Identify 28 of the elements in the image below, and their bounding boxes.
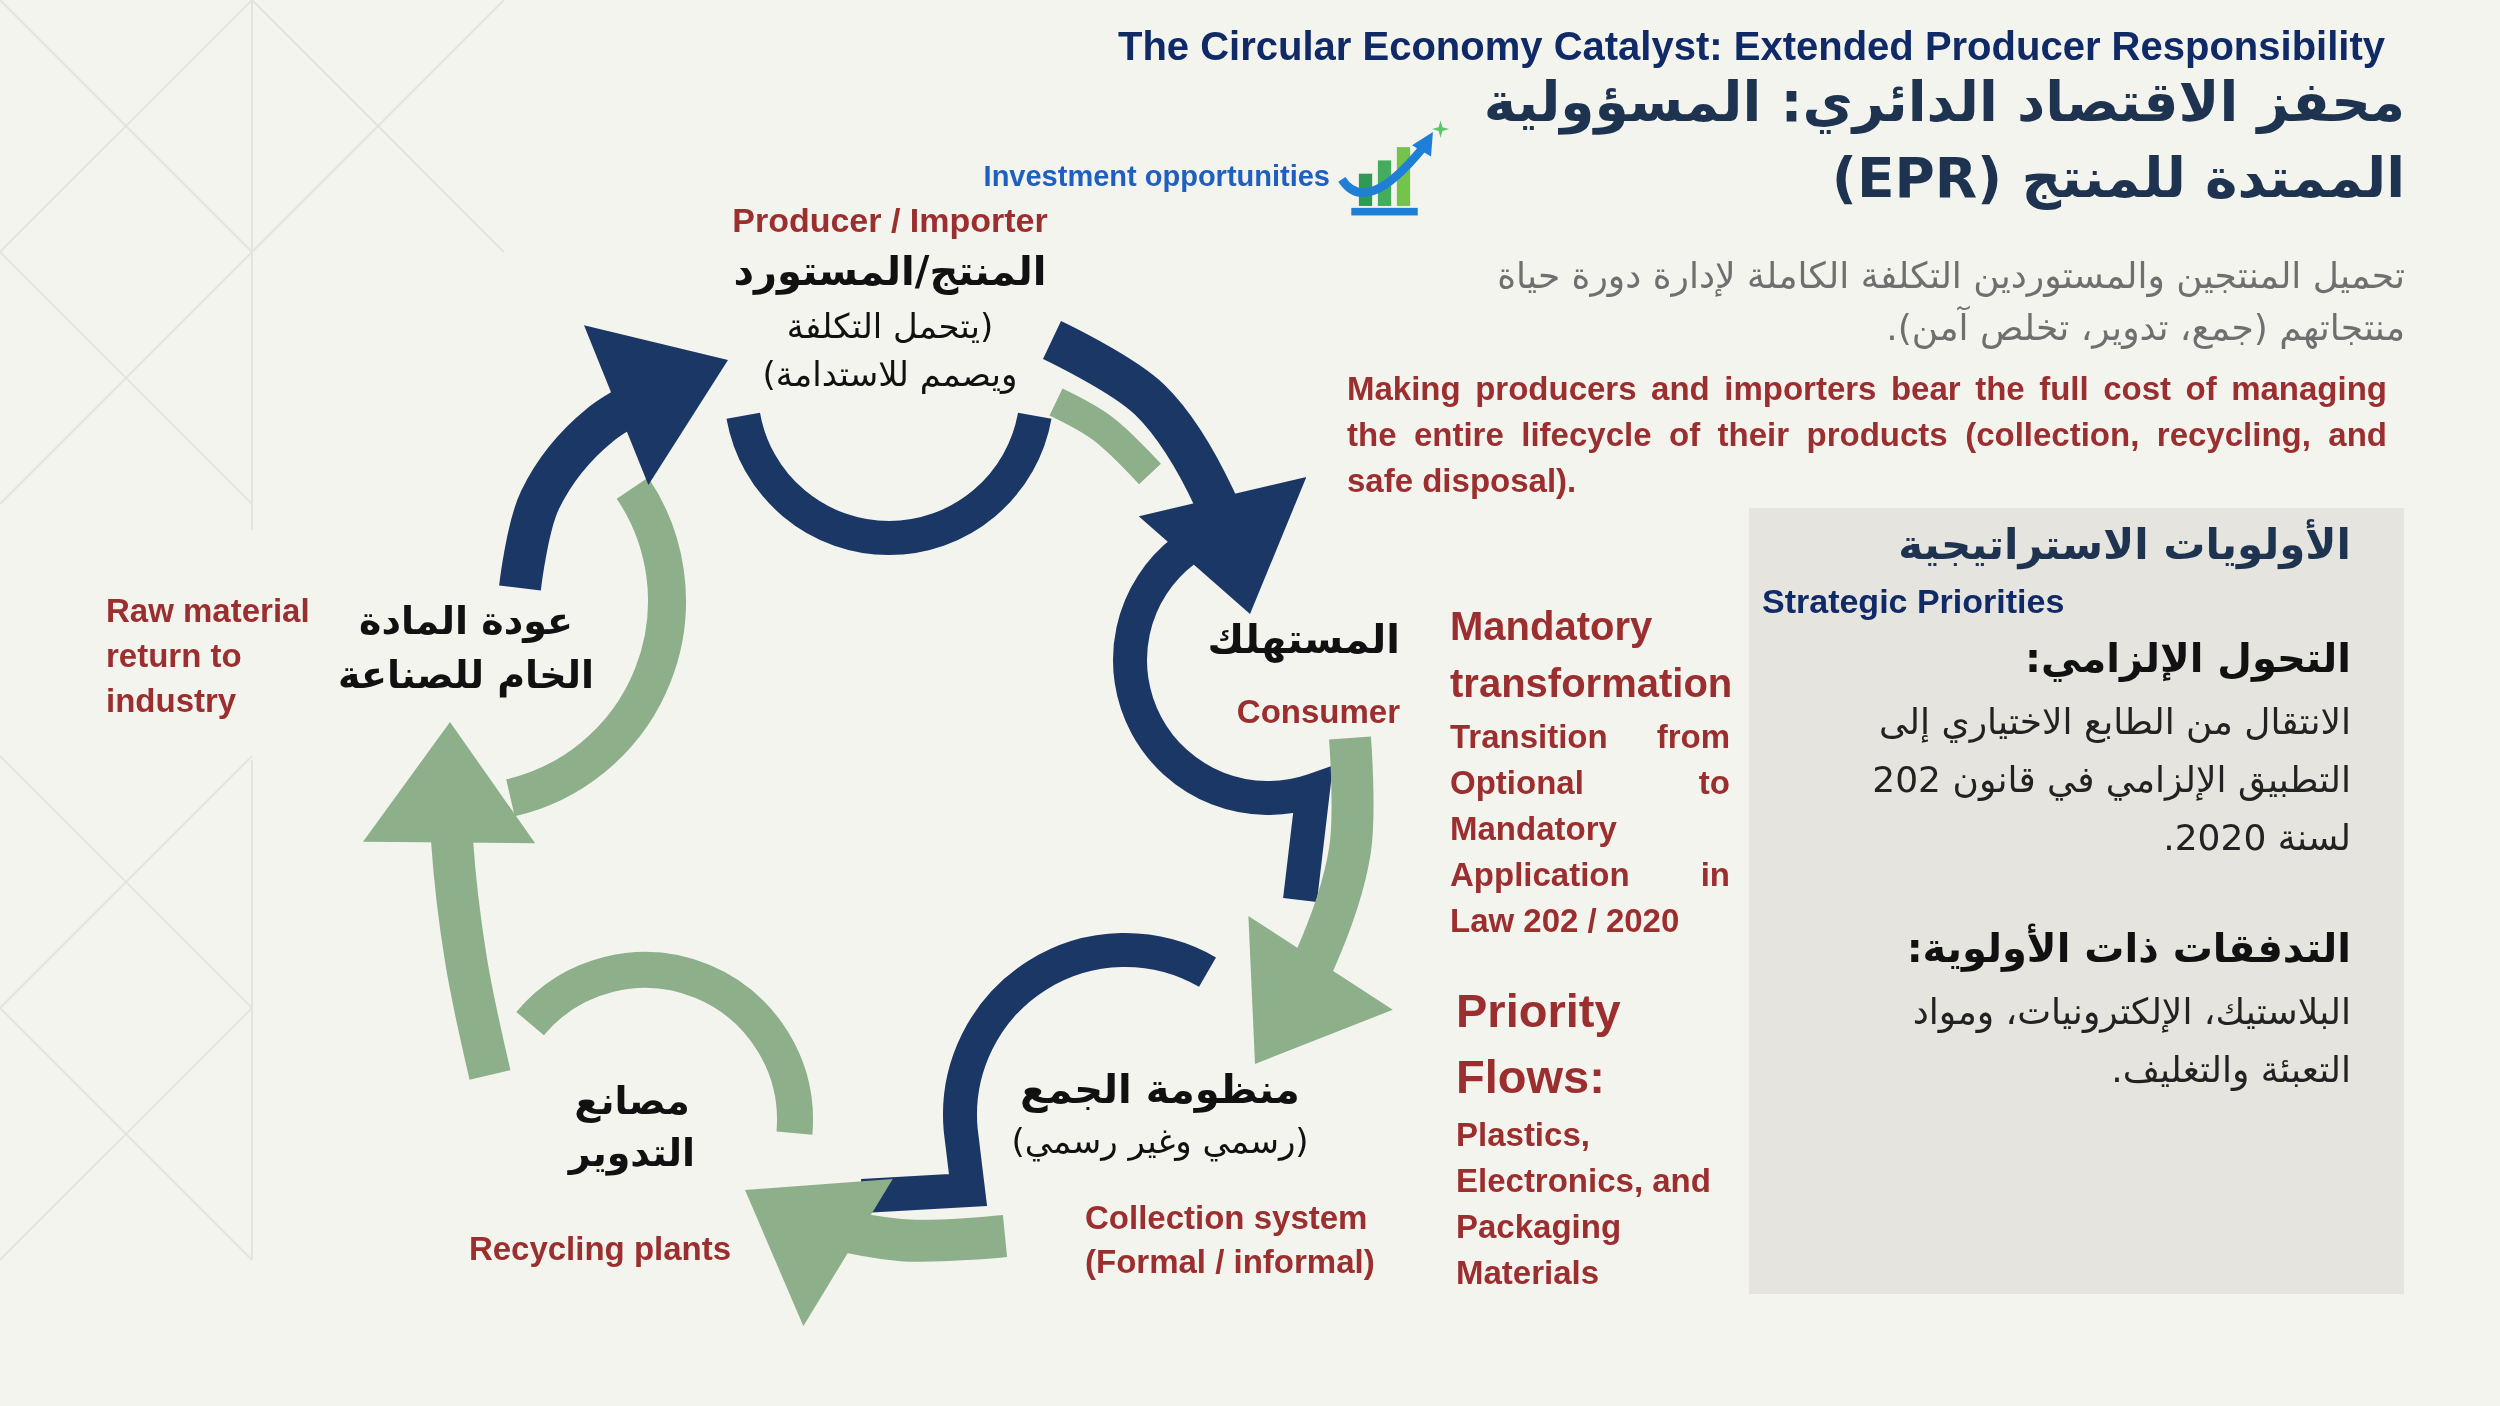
- translation-label: Recycling plants: [467, 1229, 733, 1269]
- panel-subheading: Strategic Priorities: [1762, 581, 2066, 622]
- body-text: الانتقال من الطابع الاختياري إلى التطبيق الإلزامي في قانون 202 لسنة 2020.: [1871, 700, 2351, 860]
- title: The Circular Economy Catalyst: Extended Producer Responsibility: [1118, 23, 2386, 70]
- section-heading: التدفقات ذات الأولوية:: [1905, 923, 2351, 973]
- stage-title: عودة المادة الخام للصناعة: [336, 598, 595, 700]
- arabic-title: محفز الاقتصاد الدائري: المسؤولية الممتدة للمنتج (EPR): [1482, 69, 2405, 212]
- tagline: Investment opportunities: [982, 159, 1330, 194]
- body-text: Transition from Optional to Mandatory Application in Law 202 / 2020: [1450, 717, 1730, 941]
- body-text: البلاستيك، الإلكترونيات، ومواد التعبئة والتغليف.: [1911, 990, 2351, 1093]
- section-heading: Mandatory transformation: [1450, 603, 1734, 707]
- curved-arrow: [363, 721, 536, 1080]
- stage-title: المنتج/المستورد: [732, 247, 1048, 296]
- translation-label: Producer / Importer: [731, 200, 1049, 241]
- body-text: Plastics, Electronics, and Packaging Materials: [1456, 1115, 1712, 1293]
- section-heading: Priority Flows:: [1456, 983, 1622, 1105]
- translation-label: Collection system (Formal / informal): [1085, 1198, 1376, 1282]
- panel-heading: الأولويات الاستراتيجية: [1897, 518, 2351, 571]
- description-text: Making producers and importers bear the full cost of managing the entire lifecycle of their products (collection, recycling, and safe disposal).: [1347, 369, 2387, 501]
- description-text: تحميل المنتجين والمستوردين التكلفة الكاملة لإدارة دورة حياة منتجاتهم (جمع، تدوير، تخلص آمن).: [1496, 254, 2405, 351]
- stage-title: منظومة الجمع: [1019, 1065, 1301, 1114]
- translation-label: Raw material return to industry: [106, 591, 311, 721]
- stage-note: (رسمي وغير رسمي): [1010, 1120, 1310, 1163]
- translation-label: Consumer: [1235, 692, 1400, 732]
- stage-title: مصانع التدوير: [566, 1078, 697, 1178]
- stage-title: المستهلك: [1206, 615, 1400, 664]
- section-heading: التحول الإلزامي:: [2024, 634, 2351, 683]
- stage-note: (يتحمل التكلفة ويصمم للاستدامة): [761, 305, 1019, 396]
